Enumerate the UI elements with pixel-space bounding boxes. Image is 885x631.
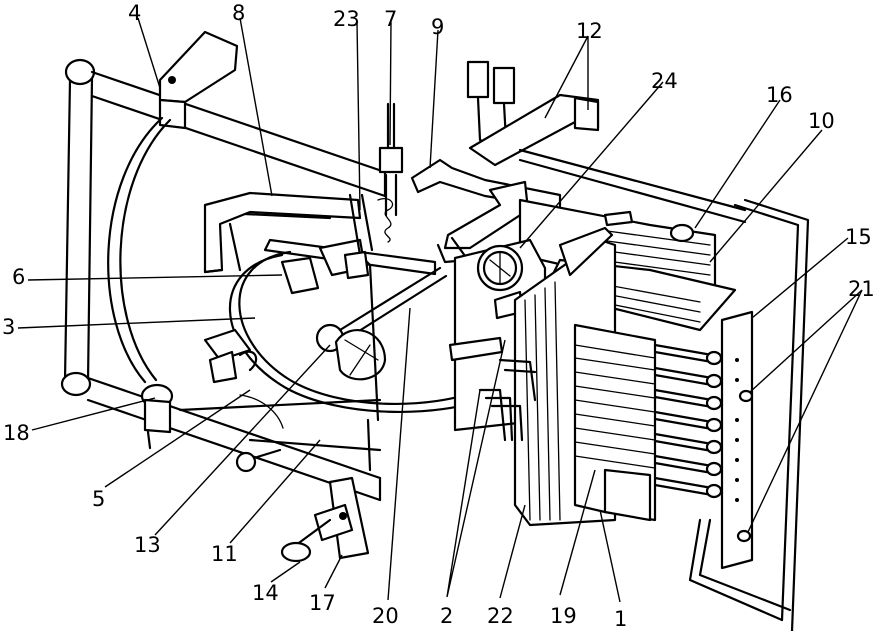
callout-3: 3 xyxy=(2,315,15,339)
callout-15: 15 xyxy=(845,225,872,249)
lower-arm-11 xyxy=(178,398,382,473)
callout-22: 22 xyxy=(487,604,514,628)
leader-lines xyxy=(17,17,863,603)
callout-21: 21 xyxy=(848,277,875,301)
central-column xyxy=(343,193,380,422)
terminal-strip-15 xyxy=(720,310,754,570)
callout-1: 1 xyxy=(614,607,627,631)
callout-11: 11 xyxy=(211,542,238,566)
callout-4: 4 xyxy=(128,1,141,25)
callout-13: 13 xyxy=(134,533,161,557)
c-frame xyxy=(60,58,387,502)
callout-23: 23 xyxy=(333,7,360,31)
callout-9: 9 xyxy=(431,15,444,39)
switch-7 xyxy=(377,102,404,243)
callout-19: 19 xyxy=(550,604,577,628)
rods-21 xyxy=(653,343,723,499)
lever-8 xyxy=(203,191,437,276)
callout-12: 12 xyxy=(576,19,603,43)
stack-19 xyxy=(573,323,657,522)
adjusting-screw xyxy=(280,476,370,563)
callout-5: 5 xyxy=(92,487,105,511)
leads-2 xyxy=(478,358,537,442)
callout-14: 14 xyxy=(252,581,279,605)
cam-follower xyxy=(315,266,448,381)
contacts-12 xyxy=(466,60,747,224)
callout-18: 18 xyxy=(3,421,30,445)
callout-6: 6 xyxy=(12,265,25,289)
callout-17: 17 xyxy=(309,591,336,615)
callout-24: 24 xyxy=(651,69,678,93)
curved-cable-inner xyxy=(119,118,172,382)
callout-7: 7 xyxy=(384,7,397,31)
back-panel xyxy=(688,198,810,631)
callout-16: 16 xyxy=(766,83,793,107)
bracket-5 xyxy=(203,328,284,429)
curved-cable xyxy=(107,116,164,384)
upper-bracket xyxy=(158,30,239,130)
callout-2: 2 xyxy=(440,604,453,628)
lower-pivot xyxy=(140,383,174,450)
callout-8: 8 xyxy=(232,1,245,25)
callout-10: 10 xyxy=(808,109,835,133)
callout-20: 20 xyxy=(372,604,399,628)
